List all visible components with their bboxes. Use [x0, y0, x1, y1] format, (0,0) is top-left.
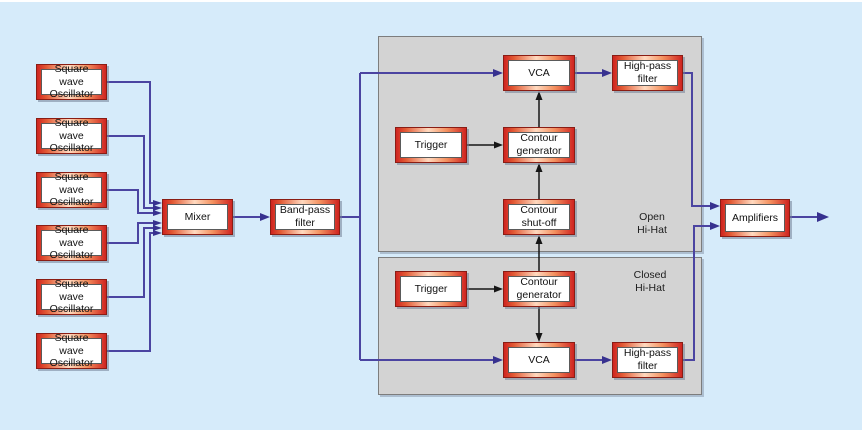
wire-open-trigger-to-contour-generator [467, 141, 503, 149]
square-wave-oscillator-3: Square wave Oscillator [36, 171, 107, 208]
wire-bus-to-closed-vca [360, 356, 503, 364]
contour-shutoff-label: Contour shut-off [508, 204, 570, 230]
square-wave-oscillator-6: Square wave Oscillator [36, 332, 107, 369]
square-wave-oscillator-3-label: Square wave Oscillator [41, 171, 102, 208]
bandpass-filter-label: Band-pass filter [275, 204, 335, 230]
open-hihat-section-label: Open Hi-Hat [637, 211, 667, 237]
square-wave-oscillator-2: Square wave Oscillator [36, 117, 107, 154]
closed-highpass-filter-box: High-pass filter [612, 342, 683, 378]
wire-osc6-to-mixer [107, 230, 162, 352]
closed-trigger-box: Trigger [395, 271, 467, 307]
wire-closed-vca-to-highpass [575, 356, 612, 364]
wire-bandpass-split-bus [340, 73, 361, 360]
square-wave-oscillator-1-label: Square wave Oscillator [41, 63, 102, 100]
wire-osc2-to-mixer [107, 135, 162, 211]
open-highpass-filter-label: High-pass filter [617, 60, 678, 86]
wire-mixer-to-bandpass [233, 213, 270, 221]
open-contour-generator-box: Contour generator [503, 127, 575, 163]
wire-closed-trigger-to-contour-generator [467, 285, 503, 293]
open-highpass-filter-box: High-pass filter [612, 55, 683, 91]
mixer-label: Mixer [167, 204, 228, 230]
open-vca-box: VCA [503, 55, 575, 91]
wire-osc5-to-mixer [107, 225, 162, 298]
wire-contour-shutoff-to-contour-generator [535, 163, 543, 199]
open-contour-generator-label: Contour generator [508, 132, 570, 158]
closed-contour-generator-box: Contour generator [503, 271, 575, 307]
square-wave-oscillator-2-label: Square wave Oscillator [41, 117, 102, 154]
square-wave-oscillator-5-label: Square wave Oscillator [41, 278, 102, 315]
wire-open-contour-generator-to-vca [535, 91, 543, 127]
mixer-box: Mixer [162, 199, 233, 235]
wire-closed-contour-generator-to-vca [535, 307, 543, 342]
wire-closed-contour-generator-to-shutoff [535, 235, 543, 271]
closed-trigger-label: Trigger [400, 276, 462, 302]
closed-vca-label: VCA [508, 347, 570, 373]
open-vca-label: VCA [508, 60, 570, 86]
wire-closed-highpass-to-amplifiers [683, 222, 720, 361]
square-wave-oscillator-1: Square wave Oscillator [36, 63, 107, 100]
contour-shutoff-box: Contour shut-off [503, 199, 575, 235]
wire-bus-to-open-vca [360, 69, 503, 77]
square-wave-oscillator-5: Square wave Oscillator [36, 278, 107, 315]
closed-highpass-filter-label: High-pass filter [617, 347, 678, 373]
square-wave-oscillator-6-label: Square wave Oscillator [41, 332, 102, 369]
bandpass-filter-box: Band-pass filter [270, 199, 340, 235]
closed-vca-box: VCA [503, 342, 575, 378]
square-wave-oscillator-4-label: Square wave Oscillator [41, 224, 102, 261]
square-wave-oscillator-4: Square wave Oscillator [36, 224, 107, 261]
open-trigger-box: Trigger [395, 127, 467, 163]
wire-open-vca-to-highpass [575, 69, 612, 77]
amplifiers-box: Amplifiers [720, 199, 790, 237]
wire-open-highpass-to-amplifiers [683, 72, 720, 210]
closed-contour-generator-label: Contour generator [508, 276, 570, 302]
amplifiers-label: Amplifiers [725, 204, 785, 232]
wire-osc1-to-mixer [107, 81, 162, 206]
closed-hihat-section-label: Closed Hi-Hat [633, 269, 667, 295]
wire-osc3-to-mixer [107, 189, 162, 216]
wire-amplifiers-output [790, 212, 829, 222]
open-trigger-label: Trigger [400, 132, 462, 158]
wire-osc4-to-mixer [107, 220, 162, 244]
